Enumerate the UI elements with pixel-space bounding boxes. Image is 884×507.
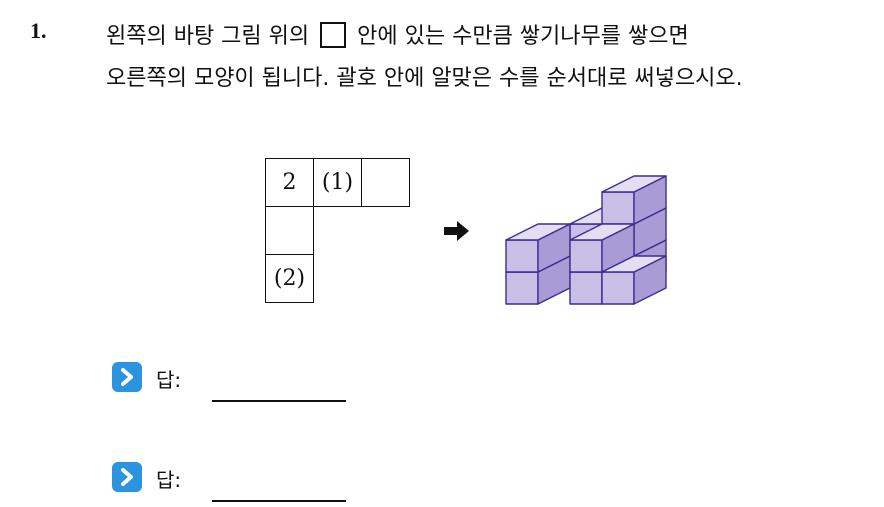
- grid-cell: (2): [265, 254, 314, 303]
- answer-chevron-icon: [112, 362, 142, 392]
- answer-blank-1[interactable]: [212, 400, 346, 402]
- empty-box-icon: [320, 22, 347, 48]
- question-text-part2: 안에 있는 수만큼 쌓기나무를 쌓으면: [357, 24, 689, 49]
- question-text-part1: 왼쪽의 바탕 그림 위의: [106, 24, 310, 49]
- answer-blank-2[interactable]: [212, 500, 346, 502]
- answer-label: 답:: [156, 368, 182, 392]
- grid-cell: [361, 158, 410, 207]
- right-arrow-icon: [444, 221, 469, 241]
- answer-chevron-icon: [112, 462, 142, 492]
- question-number: 1.: [30, 18, 47, 43]
- question-line-1: 왼쪽의 바탕 그림 위의 안에 있는 수만큼 쌓기나무를 쌓으면: [106, 18, 689, 50]
- stacked-cubes-figure: [505, 175, 667, 305]
- grid-cell: (1): [313, 158, 362, 207]
- base-grid: 2 (1) (2): [265, 158, 413, 306]
- grid-cell: 2: [265, 158, 314, 207]
- question-line-2: 오른쪽의 모양이 됩니다. 괄호 안에 알맞은 수를 순서대로 써넣으시오.: [106, 66, 743, 91]
- grid-cell: [265, 206, 314, 255]
- answer-label: 답:: [156, 468, 182, 492]
